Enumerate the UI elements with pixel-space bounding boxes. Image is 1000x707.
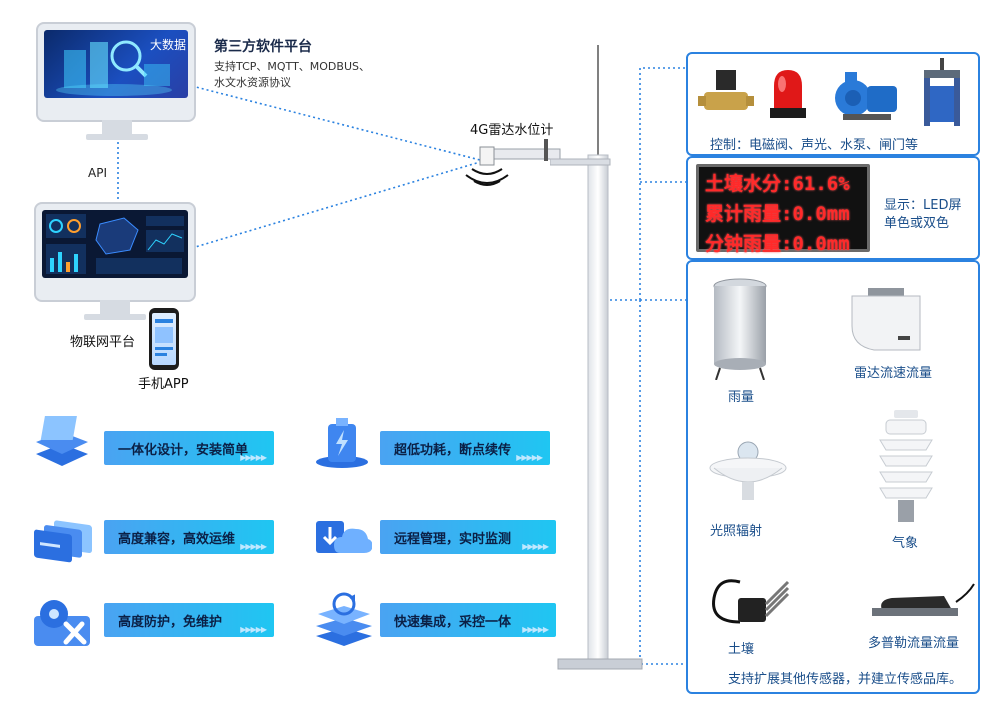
arrows-decoration: ▶▶▶▶▶ [522,625,549,634]
led-display-screen: 土壤水分:61.6% 累计雨量:0.0mm 分钟雨量:0.0mm [696,164,870,255]
cloud-download-icon [316,521,372,553]
feature-item: 快速集成，采控一体 ▶▶▶▶▶ [380,603,556,637]
display-note-line1: 显示：LED屏 [884,198,962,213]
bigdata-monitor: 大数据 [36,22,196,122]
display-note-line2: 单色或双色 [884,216,950,231]
sensor-label: 多普勒流量流量 [868,636,960,651]
led-line: 累计雨量:0.0mm [705,203,850,225]
feature-item: 一体化设计，安装简单 ▶▶▶▶▶ [104,431,274,465]
arrows-decoration: ▶▶▶▶▶ [240,453,267,462]
feature-label: 一体化设计，安装简单 [118,442,249,458]
feature-item: 高度兼容，高效运维 ▶▶▶▶▶ [104,520,274,554]
third-party-title: 第三方软件平台 [214,39,312,55]
cards-icon [34,520,92,563]
radar-water-level-meter-icon [465,139,561,186]
feature-label: 快速集成，采控一体 [394,614,512,630]
battery-icon [316,418,368,468]
feature-item: 远程管理，实时监测 ▶▶▶▶▶ [380,520,556,554]
sensor-label: 雷达流速流量 [854,366,933,381]
feature-label: 远程管理，实时监测 [394,531,512,547]
sensor-label: 气象 [892,536,919,551]
layers-icon [36,416,88,466]
wrench-gear-icon [34,600,90,646]
doppler-flow-icon [872,583,975,616]
sensor-panel: 雨量 雷达流速流量 光照辐射 气象 土壤 多普勒流量流量 [686,260,980,694]
iot-monitor-stand [100,300,130,314]
sync-stack-icon [316,592,372,646]
radar-flow-icon [851,288,921,351]
api-label: API [88,166,107,180]
sensor-label: 光照辐射 [710,524,763,539]
phone-screen [152,313,176,365]
arrows-decoration: ▶▶▶▶▶ [516,453,543,462]
feature-label: 高度防护，免维护 [118,614,223,630]
light-sensor-icon [709,441,787,500]
radar-label: 4G雷达水位计 [470,123,554,138]
arrows-decoration: ▶▶▶▶▶ [522,542,549,551]
mobile-phone-icon [149,308,179,370]
sensor-label: 土壤 [728,642,755,657]
monitor-stand [102,120,132,134]
bigdata-screen [44,30,188,98]
alarm-light-icon [770,70,806,118]
monitoring-pole [550,45,643,670]
control-panel: 控制：电磁阀、声光、水泵、闸门等 [686,52,980,156]
feature-label: 高度兼容，高效运维 [118,531,236,547]
rain-gauge-icon [713,278,767,380]
arrows-decoration: ▶▶▶▶▶ [240,625,267,634]
iot-platform-label: 物联网平台 [70,335,136,350]
bigdata-illustration-icon [56,40,172,96]
feature-item: 超低功耗，断点续传 ▶▶▶▶▶ [380,431,550,465]
iot-monitor-base [84,314,146,320]
dashboard-illustration-icon [46,214,184,274]
protocols-line1: 支持TCP、MQTT、MODBUS、 [214,60,370,73]
soil-probe-icon [712,579,790,624]
sluice-gate-icon [924,58,960,126]
display-panel: 土壤水分:61.6% 累计雨量:0.0mm 分钟雨量:0.0mm 显示：LED屏… [686,156,980,260]
weather-station-icon [879,410,933,522]
mobile-app-label: 手机APP [138,377,189,392]
sensor-footer: 支持扩展其他传感器，并建立传感品库。 [728,672,963,687]
protocols-line2: 水文水资源协议 [214,76,291,89]
iot-dashboard-screen [42,210,188,278]
water-pump-icon [835,72,897,120]
led-line: 分钟雨量:0.0mm [705,233,850,255]
feature-item: 高度防护，免维护 ▶▶▶▶▶ [104,603,274,637]
control-caption: 控制：电磁阀、声光、水泵、闸门等 [710,138,919,153]
sensor-label: 雨量 [728,390,755,405]
bigdata-screen-label: 大数据 [150,38,187,52]
iot-monitor [34,202,196,302]
solenoid-valve-icon [698,70,754,110]
led-line: 土壤水分:61.6% [705,173,850,195]
feature-label: 超低功耗，断点续传 [394,442,512,458]
monitor-base [86,134,148,140]
arrows-decoration: ▶▶▶▶▶ [240,542,267,551]
